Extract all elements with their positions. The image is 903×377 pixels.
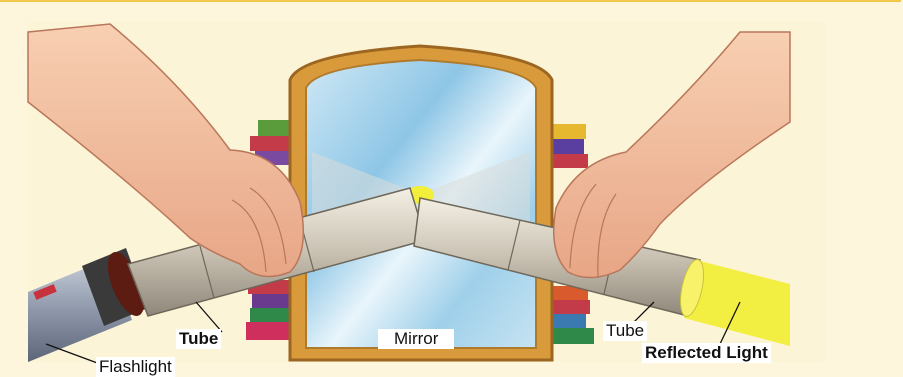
reflected-light-label: Reflected Light [642,343,771,363]
reflected-light-beam [676,258,790,346]
tube-right-label: Tube [603,321,647,341]
mirror-label: Mirror [378,329,454,349]
tube-left-label: Tube [176,329,221,349]
flashlight-label: Flashlight [96,357,175,377]
right-hand [554,32,790,278]
